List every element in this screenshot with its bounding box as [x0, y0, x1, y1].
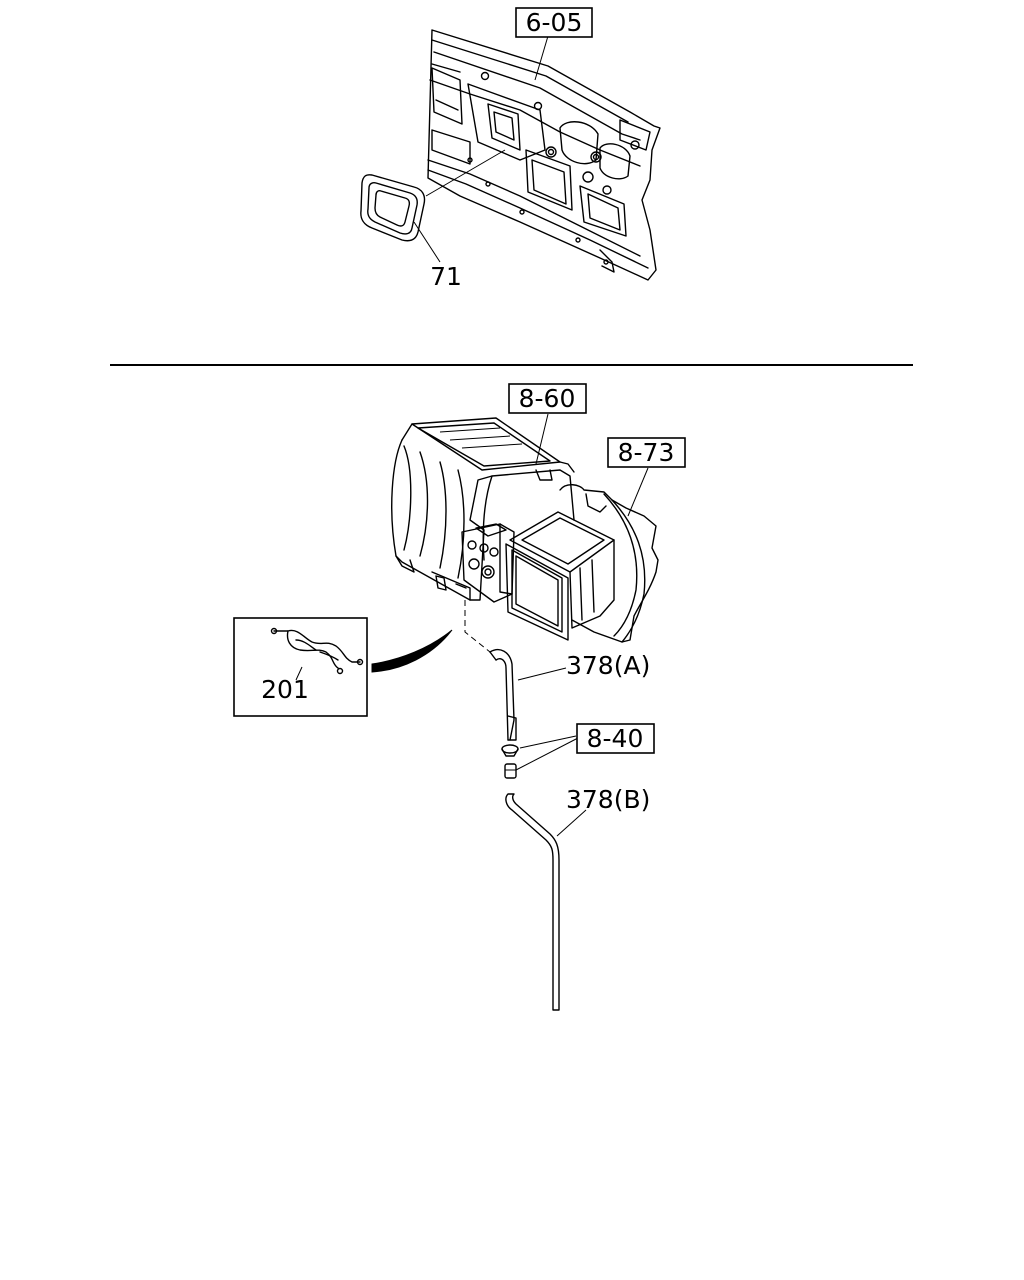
leader-lines-upper: [413, 35, 549, 263]
inset-pointer-arrow: [371, 629, 453, 673]
part-label-378a: 378(A): [566, 651, 650, 680]
heater-unit-illustration: [391, 417, 659, 643]
ref-label-8-60: 8-60: [519, 384, 576, 413]
part-label-71: 71: [430, 262, 462, 291]
ref-label-8-73: 8-73: [618, 438, 675, 467]
leader-lines-lower: [295, 413, 649, 837]
ref-box-6-05: 6-05: [515, 7, 593, 38]
part-label-378b: 378(B): [566, 785, 650, 814]
seal-gasket-71: [360, 174, 426, 242]
ref-label-8-40: 8-40: [587, 724, 644, 753]
ref-box-8-73: 8-73: [607, 437, 686, 468]
clip-8-40: [501, 744, 519, 779]
dash-panel-illustration: [427, 29, 661, 281]
dashed-link: [464, 600, 491, 653]
part-label-201: 201: [261, 675, 309, 704]
ref-box-8-60: 8-60: [508, 383, 587, 414]
ref-box-8-40: 8-40: [576, 723, 655, 754]
ref-label-6-05: 6-05: [526, 8, 583, 37]
drain-hose-378a: [489, 648, 517, 741]
inset-box-201: [233, 617, 368, 717]
drain-hose-378b: [505, 793, 560, 1011]
